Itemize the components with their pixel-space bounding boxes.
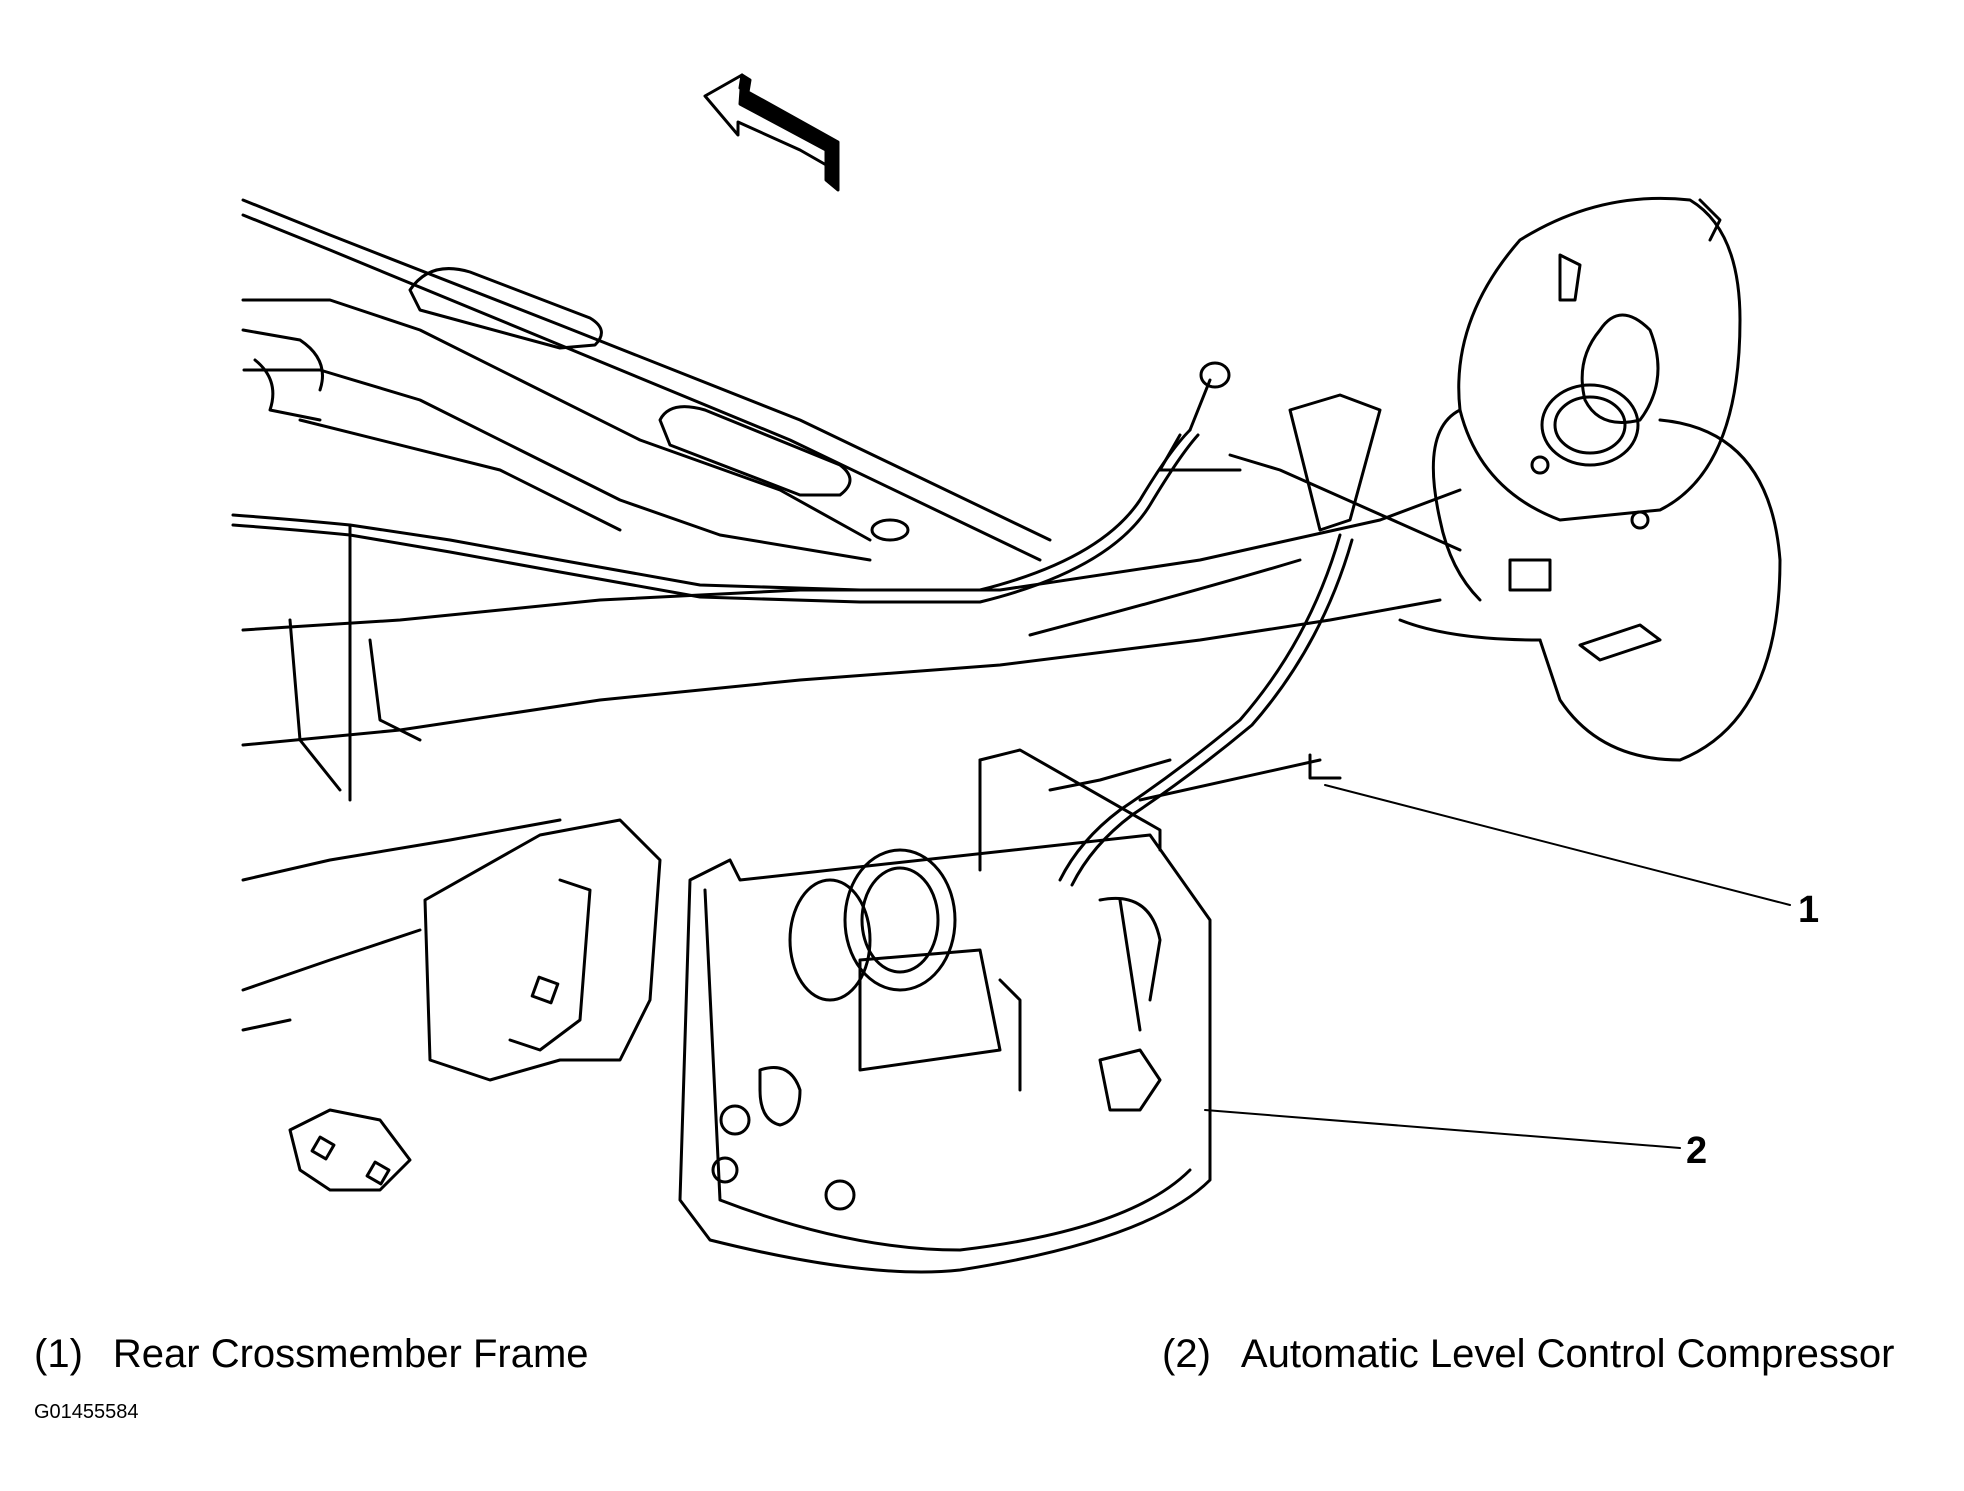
caption-number-2: (2) bbox=[1162, 1332, 1211, 1376]
caption-number-1: (1) bbox=[34, 1332, 83, 1376]
compressor-assembly bbox=[678, 748, 1212, 1274]
direction-arrow-icon bbox=[703, 73, 840, 192]
lower-bracket bbox=[288, 818, 662, 1192]
caption-item-1: (1) Rear Crossmember Frame bbox=[34, 1332, 589, 1377]
brake-hub-assembly bbox=[1398, 196, 1782, 762]
callout-2-number: 2 bbox=[1686, 1130, 1707, 1172]
callout-1-number: 1 bbox=[1798, 889, 1819, 931]
caption-label-2: Automatic Level Control Compressor bbox=[1240, 1332, 1895, 1376]
callout-1: 1 bbox=[1324, 784, 1819, 931]
caption-label-1: Rear Crossmember Frame bbox=[112, 1332, 589, 1376]
callout-2: 2 bbox=[1204, 1109, 1707, 1172]
harness-lines bbox=[231, 361, 1462, 887]
caption-item-2: (2) Automatic Level Control Compressor bbox=[1162, 1332, 1894, 1377]
frame-rail bbox=[241, 198, 1052, 562]
figure-id: G01455584 bbox=[34, 1401, 139, 1423]
